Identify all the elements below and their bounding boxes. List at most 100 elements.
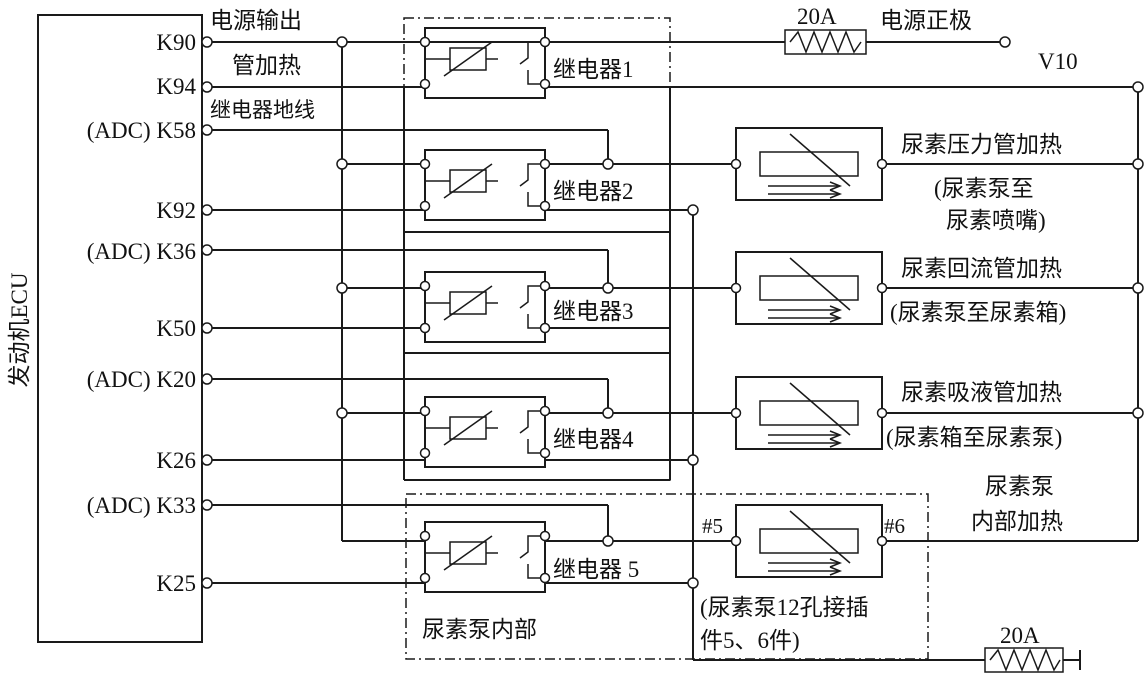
heater-resistor (759, 151, 859, 177)
relay-terminal (419, 280, 431, 292)
relay-terminal (539, 200, 551, 212)
relay-terminal (539, 405, 551, 417)
label-fuse-top: 20A (797, 4, 837, 29)
heater-pump-connector2: 件5、6件) (700, 628, 800, 653)
relay-terminal (539, 447, 551, 459)
heater-box (735, 376, 883, 450)
ecu-pin-labels: K90 K94 (ADC) K58 K92 (ADC) K36 K50 (ADC… (87, 30, 197, 596)
junction-node (336, 282, 348, 294)
relay-terminal (419, 447, 431, 459)
pin-label-k50: K50 (156, 316, 196, 341)
junction-node (336, 407, 348, 419)
relay-4 (424, 396, 546, 468)
heater-return-name: 尿素回流管加热 (901, 256, 1062, 281)
pin-label-k94: K94 (156, 74, 196, 99)
ecu-pin (201, 499, 213, 511)
heater-terminal (876, 407, 888, 419)
heater-resistor (759, 528, 859, 554)
ecu-pin (201, 204, 213, 216)
pin-label-k92: K92 (156, 198, 196, 223)
junction-node (336, 158, 348, 170)
label-v10: V10 (1038, 49, 1078, 74)
heater-box (735, 251, 883, 325)
heater-terminal (730, 535, 742, 547)
junction-node (1132, 81, 1144, 93)
heater-pressure-note1: (尿素泵至 (934, 176, 1034, 201)
heater-terminal (876, 158, 888, 170)
label-pipe-heating: 管加热 (232, 53, 301, 78)
pin-label-k90: K90 (156, 30, 196, 55)
relay-terminal (419, 530, 431, 542)
heater-suction-name: 尿素吸液管加热 (901, 380, 1062, 405)
relay-body (424, 27, 546, 99)
pin-label-k26: K26 (156, 448, 196, 473)
relay-2 (424, 149, 546, 221)
heater-terminal (730, 407, 742, 419)
relay-1-label: 继电器1 (553, 57, 634, 82)
fuse-top (784, 29, 867, 55)
relay-terminal (539, 280, 551, 292)
enclosures (403, 17, 929, 660)
relay-5-label: 继电器 5 (553, 557, 639, 582)
heater-terminal (730, 158, 742, 170)
relay-1 (424, 27, 546, 99)
heater-pump-name2: 内部加热 (971, 509, 1063, 534)
relay-contact (519, 163, 545, 187)
relay-contact (519, 535, 545, 559)
junction-node (336, 36, 348, 48)
relay-terminal (419, 158, 431, 170)
ecu-pin (201, 124, 213, 136)
relay-terminal (539, 572, 551, 584)
relays (424, 27, 546, 593)
junction-node (602, 158, 614, 170)
labels: 电源输出 管加热 继电器地线 20A 电源正极 V10 20A 尿素泵内部 继电… (210, 4, 1078, 653)
terminals (201, 36, 1144, 589)
heater-terminal (876, 282, 888, 294)
heater-resistor (759, 275, 859, 301)
heater-pump-name1: 尿素泵 (985, 474, 1054, 499)
relay-4-label: 继电器4 (553, 427, 634, 452)
heater-pump-pin6: #6 (884, 514, 905, 538)
relay-terminal (419, 200, 431, 212)
relay-body (424, 271, 546, 343)
heater-pressure-name: 尿素压力管加热 (901, 132, 1062, 157)
junction-node (1132, 158, 1144, 170)
heater-pump-internal (735, 504, 883, 578)
junction-node (602, 282, 614, 294)
junction-node (1132, 282, 1144, 294)
relay-3-label: 继电器3 (553, 299, 634, 324)
ecu-pin (201, 373, 213, 385)
relay-terminal (419, 36, 431, 48)
junction-node (1132, 407, 1144, 419)
heaters (735, 127, 883, 578)
pin-label-k20: (ADC) K20 (87, 367, 196, 392)
heater-pressure-line (735, 127, 883, 201)
heater-suction-line (735, 376, 883, 450)
relay-3 (424, 271, 546, 343)
ecu-pin (201, 81, 213, 93)
fuse-bottom (984, 647, 1064, 673)
label-power-output: 电源输出 (210, 8, 302, 33)
label-power-positive: 电源正极 (880, 8, 972, 33)
junction-node (602, 407, 614, 419)
heater-return-line (735, 251, 883, 325)
heater-box (735, 127, 883, 201)
ecu-pin (201, 244, 213, 256)
pump-internal-enclosure (405, 493, 929, 660)
junction-node (687, 577, 699, 589)
ecu-pin (201, 322, 213, 334)
heater-suction-note: (尿素箱至尿素泵) (886, 425, 1062, 450)
junction-node (999, 36, 1011, 48)
relay-body (424, 396, 546, 468)
relay-contact (519, 410, 545, 434)
relay-body (424, 521, 546, 593)
junction-node (687, 454, 699, 466)
relay-terminal (419, 405, 431, 417)
heater-pump-connector1: (尿素泵12孔接插 (700, 595, 869, 620)
relay-body (424, 149, 546, 221)
relay-terminal (539, 530, 551, 542)
pin-label-k33: (ADC) K33 (87, 493, 196, 518)
label-relay-ground: 继电器地线 (210, 98, 315, 122)
relay-terminal (419, 572, 431, 584)
